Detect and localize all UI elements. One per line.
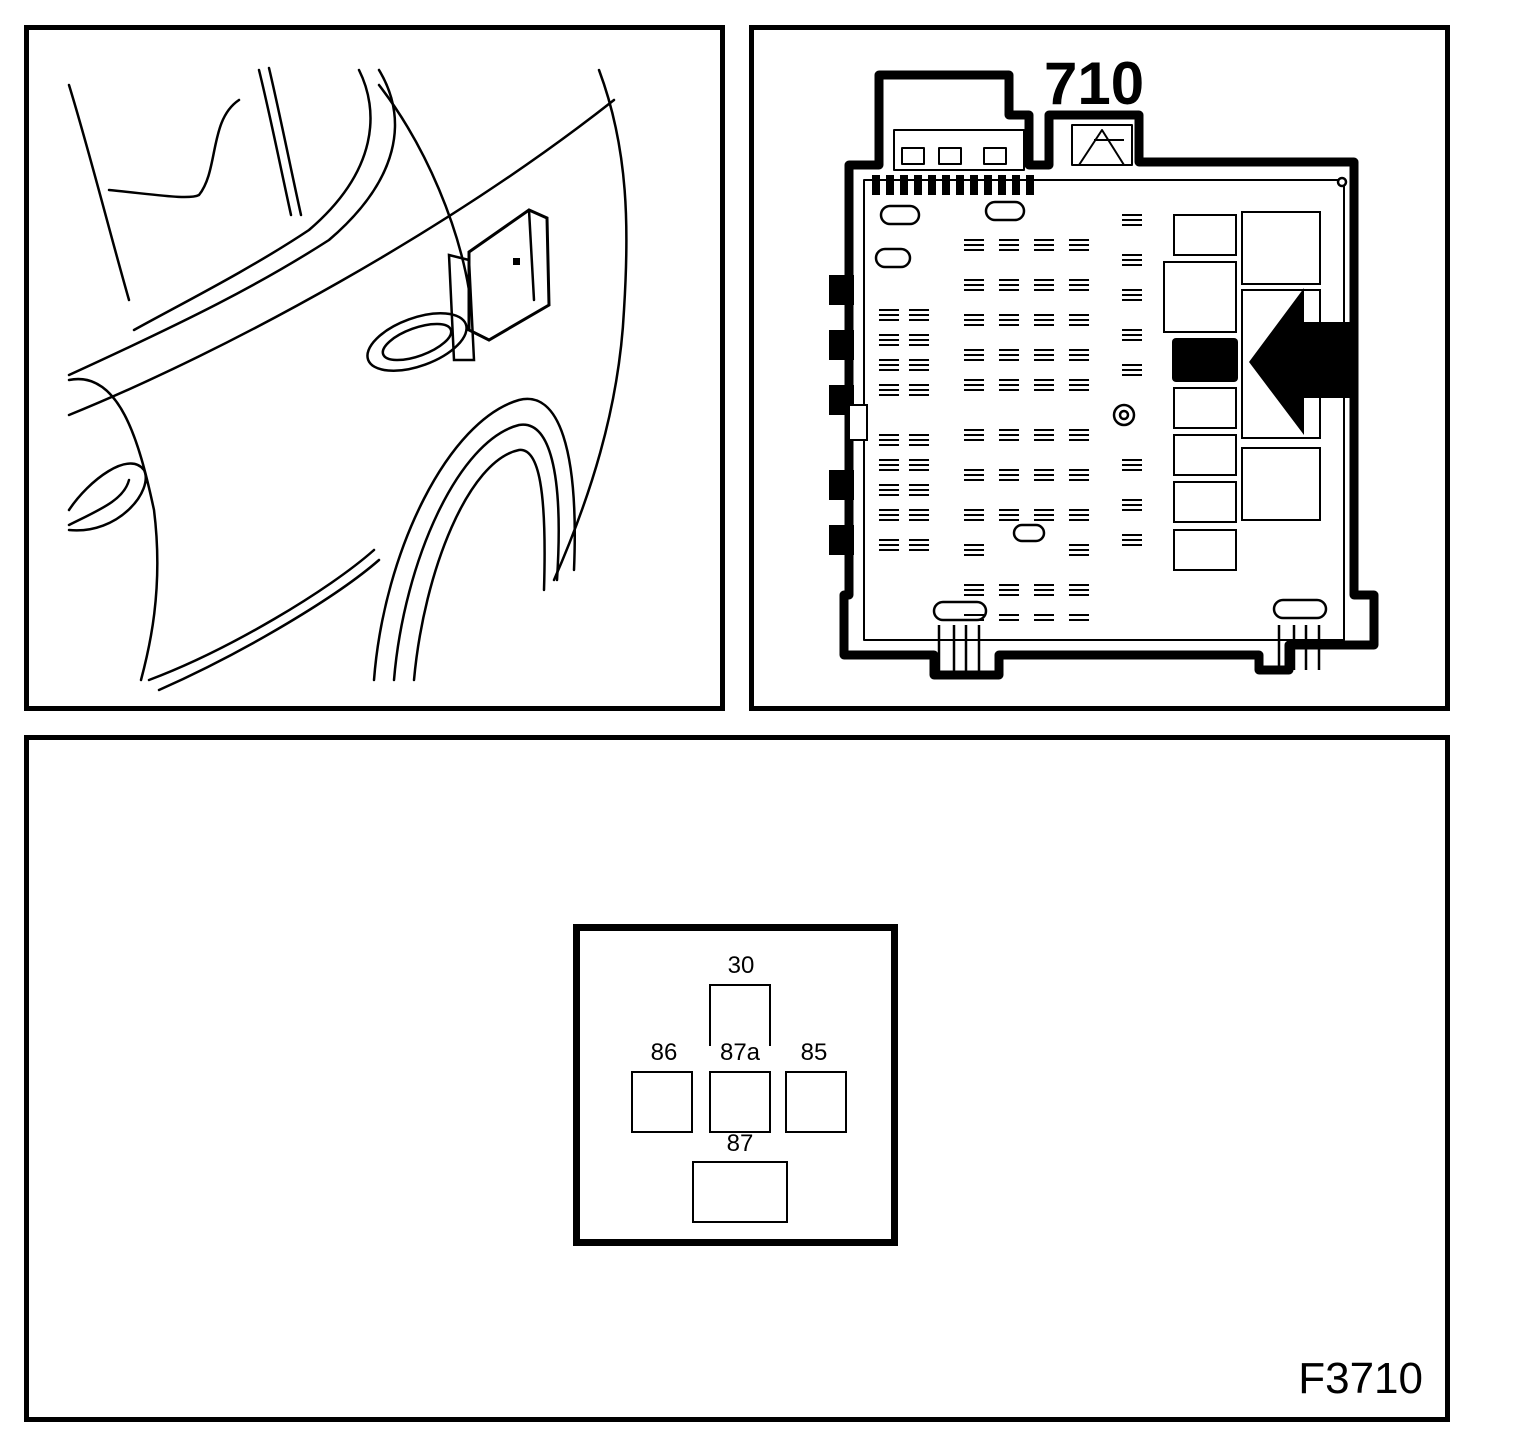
fusebox-illustration <box>829 70 1379 680</box>
terminal-85-label: 85 <box>800 1039 828 1066</box>
fuse-slots <box>879 214 1142 621</box>
highlighted-relay <box>1172 338 1238 382</box>
terminal-30-label: 30 <box>727 952 755 979</box>
relay-terminal-diagram: 30 86 87a 85 87 <box>573 924 898 1246</box>
car-rear-quarter-illustration <box>67 66 628 692</box>
fusebox-panel: 710 <box>749 25 1450 711</box>
figure-reference: F3710 <box>1298 1354 1423 1403</box>
fusebox-label: 710 <box>1044 50 1145 117</box>
terminal-85 <box>785 1071 847 1133</box>
terminal-87a <box>709 1071 771 1133</box>
terminal-30 <box>709 984 771 1046</box>
terminal-86-label: 86 <box>650 1039 678 1066</box>
relay-terminal-panel: 30 86 87a 85 87 F3710 <box>24 735 1450 1422</box>
terminal-87-label: 87 <box>726 1130 754 1157</box>
terminal-87a-label: 87a <box>719 1039 761 1066</box>
terminal-87 <box>692 1161 788 1223</box>
terminal-86 <box>631 1071 693 1133</box>
arrow-left-icon <box>1249 288 1350 435</box>
car-view-panel <box>24 25 725 711</box>
connector-pins <box>872 175 1034 195</box>
